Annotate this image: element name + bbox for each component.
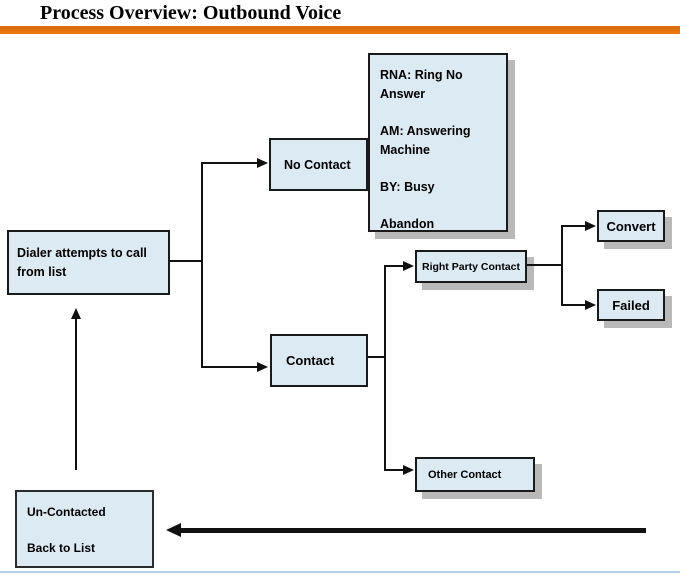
node-dialer: Dialer attempts to call from list xyxy=(7,230,170,295)
connector-dialer-branch-vertical xyxy=(201,162,203,368)
legend-item-am: AM: Answering Machine xyxy=(380,124,471,157)
connector-to-convert xyxy=(561,225,586,227)
connector-to-contact xyxy=(201,366,258,368)
node-uncontacted-back-to-list: Un-Contacted Back to List xyxy=(15,490,154,568)
connector-right-party-stub xyxy=(527,264,563,266)
node-failed-label: Failed xyxy=(612,297,650,313)
legend-item-abandon: Abandon xyxy=(380,217,435,231)
connector-right-party-branch-vertical xyxy=(561,225,563,306)
connector-dialer-stub xyxy=(170,260,203,262)
arrowhead-no-contact-icon xyxy=(257,158,268,168)
connector-to-other-contact xyxy=(384,469,404,471)
node-other-contact: Other Contact xyxy=(415,457,535,492)
connector-to-failed xyxy=(561,304,586,306)
arrowhead-up-dialer-icon xyxy=(71,308,81,319)
title-underline-bar xyxy=(0,26,680,34)
connector-return-to-list xyxy=(178,528,646,533)
bottom-border-line xyxy=(0,571,680,573)
node-right-party-contact: Right Party Contact xyxy=(415,250,527,283)
node-contact-label: Contact xyxy=(286,353,335,368)
node-failed: Failed xyxy=(597,289,665,321)
node-other-contact-label: Other Contact xyxy=(428,468,502,481)
connector-contact-stub xyxy=(368,356,386,358)
arrowhead-failed-icon xyxy=(585,300,596,310)
connector-to-right-party xyxy=(384,265,404,267)
arrowhead-right-party-icon xyxy=(403,261,414,271)
connector-to-no-contact xyxy=(201,162,258,164)
arrowhead-other-contact-icon xyxy=(403,465,414,475)
node-contact: Contact xyxy=(270,334,368,387)
node-no-contact: No Contact xyxy=(269,138,368,191)
node-convert: Convert xyxy=(597,210,665,242)
connector-uncontacted-to-dialer xyxy=(75,317,77,470)
legend-box: RNA: Ring No Answer AM: Answering Machin… xyxy=(368,53,508,232)
legend-item-by: BY: Busy xyxy=(380,180,435,194)
legend-item-rna: RNA: Ring No Answer xyxy=(380,68,463,101)
node-no-contact-label: No Contact xyxy=(284,157,351,172)
arrowhead-return-left-icon xyxy=(166,523,181,537)
node-dialer-label: Dialer attempts to call from list xyxy=(17,245,147,279)
arrowhead-contact-icon xyxy=(257,362,268,372)
node-right-party-contact-label: Right Party Contact xyxy=(421,260,520,273)
node-uncontacted-line2: Back to List xyxy=(27,541,96,555)
node-uncontacted-line1: Un-Contacted xyxy=(27,505,106,519)
node-convert-label: Convert xyxy=(606,218,656,234)
connector-contact-branch-vertical xyxy=(384,265,386,471)
arrowhead-convert-icon xyxy=(585,221,596,231)
page-title: Process Overview: Outbound Voice xyxy=(40,2,342,24)
